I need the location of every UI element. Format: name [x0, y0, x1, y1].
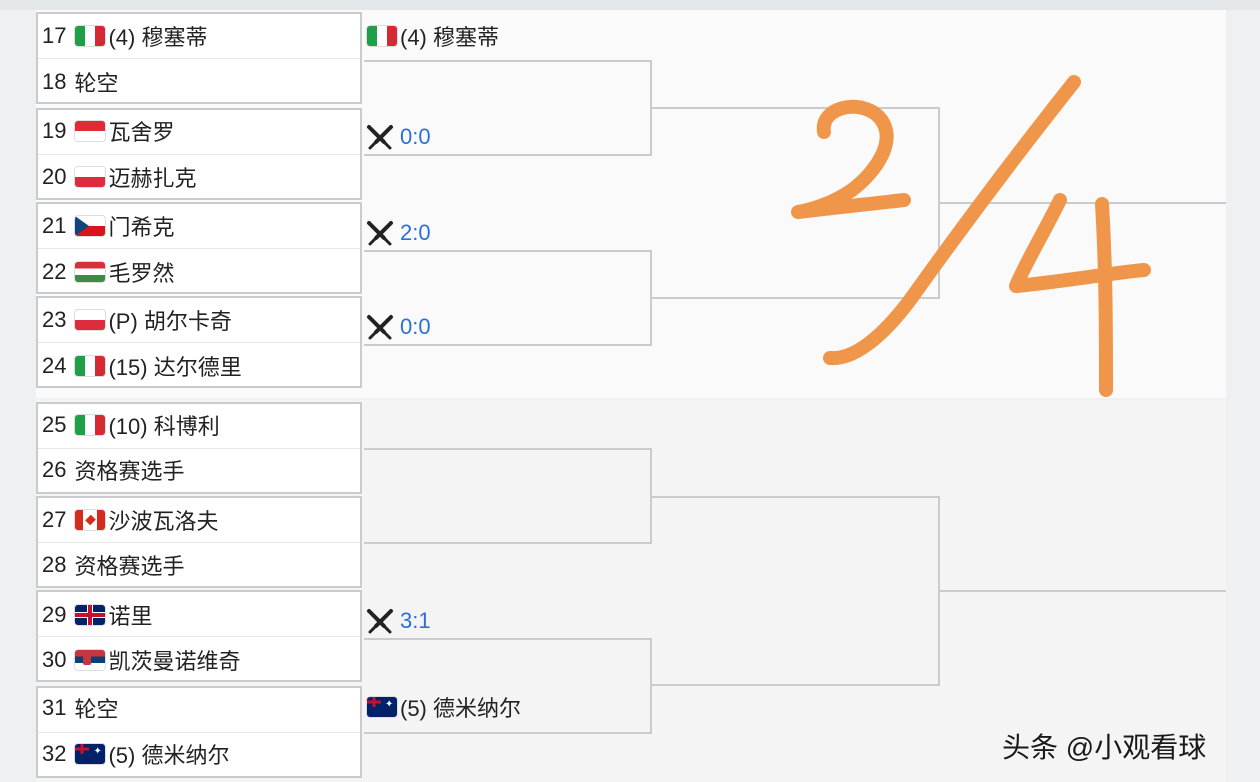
player-slot[interactable]: 27 沙波瓦洛夫 — [42, 498, 219, 542]
player-slot[interactable]: 17 (4) 穆塞蒂 — [42, 14, 208, 58]
serbia-flag-icon — [74, 649, 107, 671]
seed-number: 24 — [42, 353, 67, 378]
player-name: 资格赛选手 — [74, 459, 185, 484]
player-slot[interactable]: 32 (5) 德米纳尔 — [42, 732, 230, 776]
player-name: 凯茨曼诺维奇 — [108, 649, 241, 674]
player-slot[interactable]: 18 轮空 — [42, 60, 119, 104]
player-slot[interactable]: 29 诺里 — [42, 593, 153, 637]
czech-flag-icon — [74, 215, 107, 237]
player-slot[interactable]: 19 瓦舍罗 — [42, 109, 175, 153]
crossed-swords-icon — [367, 609, 393, 634]
player-slot[interactable]: 25 (10) 科博利 — [42, 403, 220, 447]
seed-number: 21 — [42, 213, 67, 238]
match-score[interactable]: 3:1 — [366, 606, 431, 636]
player-name: 资格赛选手 — [74, 554, 185, 579]
player-name: 轮空 — [74, 71, 119, 96]
player-name: 毛罗然 — [108, 261, 175, 286]
australia-flag-icon — [74, 743, 107, 765]
seed-number: 22 — [42, 259, 67, 284]
player-slot[interactable]: 23 (P) 胡尔卡奇 — [42, 298, 232, 342]
player-name: 瓦舍罗 — [108, 120, 175, 145]
italy-flag-icon — [74, 414, 107, 436]
advanced-player[interactable]: (4) 穆塞蒂 — [366, 21, 499, 51]
bracket-connector — [940, 202, 1226, 204]
italy-flag-icon — [366, 25, 398, 47]
seed-number: 31 — [42, 695, 67, 720]
crossed-swords-icon — [367, 221, 393, 246]
player-slot[interactable]: 20 迈赫扎克 — [42, 155, 197, 199]
seed-number: 23 — [42, 307, 67, 332]
player-slot[interactable]: 28 资格赛选手 — [42, 543, 185, 587]
score-text: 0:0 — [400, 314, 431, 339]
player-name: 沙波瓦洛夫 — [108, 509, 219, 534]
match-score[interactable]: 0:0 — [366, 122, 431, 152]
bracket-connector — [940, 590, 1226, 592]
second-round-bracket-3 — [364, 448, 652, 544]
score-text: 3:1 — [400, 608, 431, 633]
seed-number: 29 — [42, 602, 67, 627]
hungary-flag-icon — [74, 261, 107, 283]
player-name: (4) 穆塞蒂 — [108, 25, 208, 50]
italy-flag-icon — [74, 355, 107, 377]
player-slot[interactable]: 21 门希克 — [42, 204, 175, 248]
player-name: (P) 胡尔卡奇 — [108, 309, 232, 334]
match-score[interactable]: 0:0 — [366, 312, 431, 342]
match-score[interactable]: 2:0 — [366, 218, 431, 248]
seed-number: 19 — [42, 118, 67, 143]
seed-number: 32 — [42, 741, 67, 766]
handwritten-annotation — [791, 75, 1151, 397]
seed-number: 17 — [42, 23, 67, 48]
player-slot[interactable]: 22 毛罗然 — [42, 250, 175, 294]
canada-flag-icon — [74, 509, 107, 531]
poland-flag-icon — [74, 166, 107, 188]
australia-flag-icon — [366, 696, 398, 718]
player-name: (5) 德米纳尔 — [108, 743, 230, 768]
player-name: 迈赫扎克 — [108, 166, 197, 191]
indonesia-flag-icon — [74, 120, 107, 142]
player-slot[interactable]: 30 凯茨曼诺维奇 — [42, 638, 241, 682]
player-name: (10) 科博利 — [108, 414, 220, 439]
score-text: 2:0 — [400, 220, 431, 245]
player-slot[interactable]: 31 轮空 — [42, 686, 119, 730]
player-slot[interactable]: 26 资格赛选手 — [42, 448, 185, 492]
top-bar — [0, 0, 1260, 10]
seed-number: 28 — [42, 552, 67, 577]
seed-number: 18 — [42, 69, 67, 94]
italy-flag-icon — [74, 25, 107, 47]
watermark: 头条 @小观看球 — [1002, 732, 1207, 763]
seed-number: 30 — [42, 647, 67, 672]
score-text: 0:0 — [400, 124, 431, 149]
player-name: (5) 德米纳尔 — [400, 696, 522, 721]
handwritten-slash — [823, 75, 1081, 366]
seed-number: 26 — [42, 457, 67, 482]
crossed-swords-icon — [367, 125, 393, 150]
crossed-swords-icon — [367, 315, 393, 340]
player-name: 门希克 — [108, 215, 175, 240]
player-name: 轮空 — [74, 697, 119, 722]
seed-number: 20 — [42, 164, 67, 189]
player-name: 诺里 — [108, 604, 153, 629]
seed-number: 27 — [42, 507, 67, 532]
player-slot[interactable]: 24 (15) 达尔德里 — [42, 344, 242, 388]
poland-flag-icon — [74, 309, 107, 331]
player-name: (15) 达尔德里 — [108, 355, 242, 380]
uk-flag-icon — [74, 604, 107, 626]
seed-number: 25 — [42, 412, 67, 437]
advanced-player[interactable]: (5) 德米纳尔 — [366, 692, 521, 722]
third-round-bracket-1 — [650, 107, 940, 299]
third-round-bracket-2 — [650, 496, 940, 686]
handwritten-digit-4 — [1009, 193, 1151, 397]
second-round-bracket-4 — [364, 638, 652, 734]
player-name: (4) 穆塞蒂 — [400, 25, 500, 50]
handwritten-digit-2 — [791, 99, 911, 219]
